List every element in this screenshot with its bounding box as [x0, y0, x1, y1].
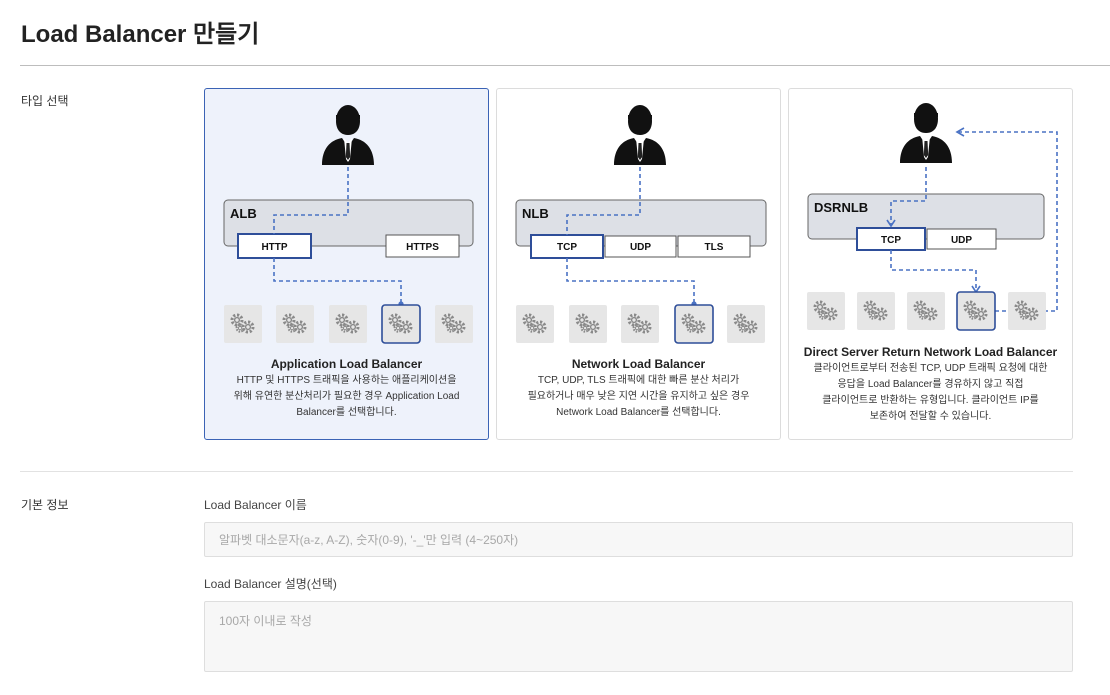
title-divider: [20, 65, 1110, 66]
nlb-desc-line: 필요하거나 매우 낮은 지연 시간을 유지하고 싶은 경우: [527, 391, 750, 402]
server-gear-icon: [674, 304, 714, 344]
alb-diagram-label: ALB: [230, 206, 257, 221]
nlb-desc-line: Network Load Balancer를 선택합니다.: [556, 407, 721, 418]
alb-desc-line: Balancer를 선택합니다.: [296, 407, 397, 418]
alb-protocol-https: HTTPS: [406, 242, 439, 253]
lb-description-label: Load Balancer 설명(선택): [204, 577, 337, 591]
alb-protocol-box-http: [237, 233, 312, 259]
user-icon: [900, 103, 952, 163]
server-gear-icon: [956, 291, 996, 331]
alb-description: HTTP 및 HTTPS 트래픽을 사용하는 애플리케이션을 위해 유연한 분산…: [221, 373, 472, 421]
nlb-protocol-box-tls: [677, 235, 751, 258]
server-gear-icon: [516, 305, 554, 343]
lb-name-label: Load Balancer 이름: [204, 498, 307, 512]
dsrnlb-flow-out: [890, 250, 977, 291]
alb-diagram: ALB HTTP HTTPS: [223, 105, 474, 344]
server-gear-icon: [329, 305, 367, 343]
server-gear-icon: [276, 305, 314, 343]
nlb-protocol-tcp: TCP: [557, 242, 577, 253]
type-card-dsrnlb[interactable]: DSRNLB TCP UDP Direct Server Return Netw…: [788, 88, 1073, 440]
user-icon: [614, 105, 666, 165]
user-icon: [322, 105, 374, 165]
nlb-flow-out: [566, 258, 695, 304]
alb-protocol-box-https: [385, 234, 460, 258]
nlb-flow-in: [566, 167, 641, 235]
dsrnlb-desc-line: 클라이언트로부터 전송된 TCP, UDP 트래픽 요청에 대한: [813, 363, 1048, 374]
nlb-title: Network Load Balancer: [571, 357, 706, 371]
type-card-nlb[interactable]: NLB TCP UDP TLS Network Load Balancer TC…: [496, 88, 781, 440]
server-gear-icon: [224, 305, 262, 343]
dsrnlb-desc-line: 보존하여 전달할 수 있습니다.: [869, 411, 992, 422]
alb-flow-in: [273, 167, 349, 234]
server-gear-icon: [569, 305, 607, 343]
alb-title: Application Load Balancer: [270, 357, 423, 371]
dsrnlb-protocol-udp: UDP: [951, 235, 972, 246]
alb-flow-out: [273, 258, 402, 304]
server-gear-icon: [1008, 292, 1046, 330]
nlb-desc-line: TCP, UDP, TLS 트래픽에 대한 빠른 분산 처리가: [537, 375, 740, 386]
dsrnlb-flow-in: [890, 167, 927, 225]
nlb-protocol-tls: TLS: [705, 242, 724, 253]
dsrnlb-diagram-label: DSRNLB: [814, 200, 868, 215]
dsrnlb-description: 클라이언트로부터 전송된 TCP, UDP 트래픽 요청에 대한 응답을 Loa…: [805, 361, 1056, 425]
server-gear-icon: [621, 305, 659, 343]
dsrnlb-desc-line: 응답을 Load Balancer를 경유하지 않고 직접: [837, 379, 1024, 390]
page-title: Load Balancer 만들기: [21, 21, 260, 48]
type-section-label: 타입 선택: [21, 94, 69, 108]
nlb-diagram: NLB TCP UDP TLS: [515, 105, 767, 344]
server-gear-icon: [857, 292, 895, 330]
dsrnlb-diagram: DSRNLB TCP UDP: [789, 103, 1058, 331]
dsrnlb-desc-line: 클라이언트로 반환하는 유형입니다. 클라이언트 IP를: [822, 395, 1039, 406]
type-card-alb[interactable]: ALB HTTP HTTPS Application Load Balancer…: [204, 88, 489, 440]
section-divider: [20, 471, 1073, 472]
server-gear-icon: [907, 292, 945, 330]
server-gear-icon: [727, 305, 765, 343]
lb-description-input[interactable]: [204, 601, 1073, 672]
alb-desc-line: 위해 유연한 분산처리가 필요한 경우 Application Load: [233, 391, 460, 402]
nlb-protocol-udp: UDP: [630, 242, 651, 253]
nlb-protocol-box-udp: [604, 235, 677, 258]
nlb-diagram-label: NLB: [522, 206, 549, 221]
lb-name-input[interactable]: [204, 522, 1073, 557]
dsrnlb-protocol-tcp: TCP: [881, 235, 901, 246]
dsrnlb-title: Direct Server Return Network Load Balanc…: [803, 345, 1058, 359]
alb-desc-line: HTTP 및 HTTPS 트래픽을 사용하는 애플리케이션을: [236, 375, 457, 386]
server-gear-icon: [435, 305, 473, 343]
nlb-description: TCP, UDP, TLS 트래픽에 대한 빠른 분산 처리가 필요하거나 매우…: [513, 373, 764, 421]
basic-section-label: 기본 정보: [21, 498, 69, 512]
server-gear-icon: [807, 292, 845, 330]
alb-protocol-http: HTTP: [261, 242, 287, 253]
server-gear-icon: [381, 304, 421, 344]
dsrnlb-protocol-box-udp: [926, 228, 997, 250]
